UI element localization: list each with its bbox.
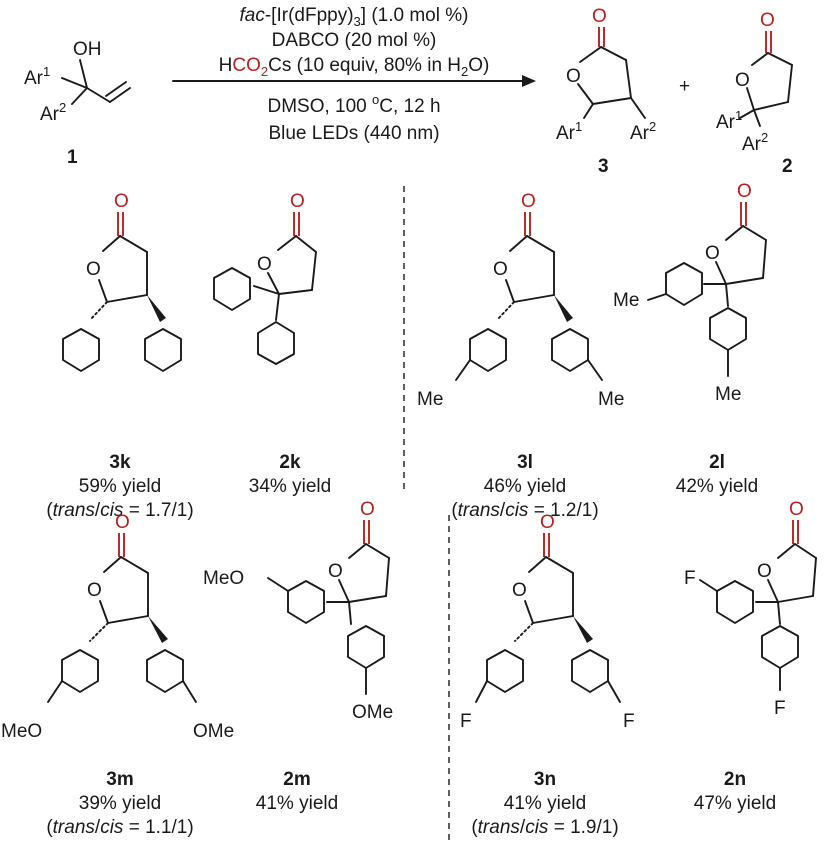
- 3l-carbonyl-o: O: [521, 191, 536, 212]
- reactant-number: 1: [67, 147, 78, 168]
- structure-2n: O O F F: [684, 499, 817, 719]
- 3l-me-left: Me: [417, 389, 443, 410]
- 3k-ring-o: O: [86, 259, 101, 280]
- 2l-carbonyl-o: O: [737, 181, 752, 202]
- id-2n: 2n: [724, 769, 746, 790]
- structure-3n: O O F F: [460, 512, 635, 732]
- compound-2k: O O 2k 34% yield: [213, 191, 331, 497]
- 2m-ome-bottom: OMe: [352, 702, 393, 723]
- 3n-f-right: F: [623, 711, 635, 732]
- id-2l: 2l: [709, 452, 725, 473]
- structure-2k: O O: [213, 191, 317, 365]
- 3m-carbonyl-o: O: [115, 512, 130, 533]
- compound-2l: O O Me Me 2l 42% yield: [613, 181, 767, 497]
- product-2-structure: O O Ar1 Ar2 2: [716, 10, 793, 177]
- ratio-3n: (trans/cis = 1.9/1): [471, 817, 618, 838]
- product-3-structure: O O Ar1 Ar2 3: [556, 6, 656, 177]
- 2n-ring-o: O: [757, 561, 772, 582]
- compound-3l: O O Me Me 3l 46% yield (trans/cis = 1.2/…: [417, 191, 624, 521]
- 3m-ring-o: O: [87, 580, 102, 601]
- 3n-f-left: F: [460, 711, 472, 732]
- id-2m: 2m: [283, 769, 310, 790]
- structure-3k: O O: [62, 191, 182, 372]
- plus-sign: +: [679, 76, 690, 97]
- 2n-carbonyl-o: O: [789, 499, 804, 520]
- product3-carbonyl-o: O: [592, 6, 607, 27]
- yield-3l: 46% yield: [484, 476, 566, 497]
- 2l-me-left: Me: [613, 290, 639, 311]
- 3l-ring-o: O: [493, 259, 508, 280]
- solvent-temp-line: DMSO, 100 oC, 12 h: [267, 92, 440, 117]
- ratio-3l: (trans/cis = 1.2/1): [451, 500, 598, 521]
- 2n-f-left: F: [684, 568, 696, 589]
- compound-3m: O O MeO OMe 3m 39% yield (trans/cis = 1.…: [1, 512, 234, 838]
- product3-ar1: Ar1: [556, 119, 582, 144]
- 3l-me-right: Me: [598, 389, 624, 410]
- yield-2n: 47% yield: [694, 793, 776, 814]
- yield-3k: 59% yield: [79, 476, 161, 497]
- 3m-meo-left: MeO: [1, 721, 42, 742]
- 3k-carbonyl-o: O: [114, 191, 129, 212]
- reaction-conditions: fac-[Ir(dFppy)3] (1.0 mol %) DABCO (20 m…: [219, 5, 490, 144]
- catalyst-line: fac-[Ir(dFppy)3] (1.0 mol %): [240, 5, 469, 29]
- formate-line: HCO2Cs (10 equiv, 80% in H2O): [219, 55, 490, 79]
- product2-ring-o: O: [735, 70, 750, 91]
- product2-ar2: Ar2: [742, 130, 768, 155]
- ratio-3k: (trans/cis = 1.7/1): [46, 500, 193, 521]
- id-3l: 3l: [517, 452, 533, 473]
- 2m-carbonyl-o: O: [360, 499, 375, 520]
- 2n-f-bottom: F: [774, 698, 786, 719]
- base-line: DABCO (20 mol %): [272, 30, 437, 51]
- yield-2l: 42% yield: [676, 476, 758, 497]
- 3m-ome-right: OMe: [193, 721, 234, 742]
- reaction-arrow: [172, 75, 536, 87]
- product2-ar1: Ar1: [716, 108, 742, 133]
- yield-3m: 39% yield: [79, 793, 161, 814]
- 2m-ring-o: O: [328, 561, 343, 582]
- product3-ring-o: O: [566, 66, 581, 87]
- compound-2m: O O MeO OMe 2m 41% yield: [203, 499, 393, 814]
- ratio-3m: (trans/cis = 1.1/1): [46, 817, 193, 838]
- compound-3n: O O F F 3n 41% yield (trans/cis = 1.9/1): [460, 512, 635, 838]
- 2k-ring-o: O: [257, 254, 272, 275]
- yield-2k: 34% yield: [249, 476, 331, 497]
- structure-3l: O O Me Me: [417, 191, 624, 410]
- 3n-carbonyl-o: O: [540, 512, 555, 533]
- yield-3n: 41% yield: [504, 793, 586, 814]
- product2-carbonyl-o: O: [760, 10, 775, 31]
- structure-2m: O O MeO OMe: [203, 499, 393, 723]
- 2k-carbonyl-o: O: [290, 191, 305, 212]
- 2l-ring-o: O: [705, 243, 720, 264]
- hydroxyl-label: OH: [73, 39, 102, 60]
- structure-2l: O O Me Me: [613, 181, 767, 405]
- reactant-1-structure: OH Ar1 Ar2 1: [24, 39, 131, 168]
- compound-2n: O O F F 2n 47% yield: [684, 499, 817, 814]
- product2-number: 2: [782, 156, 793, 177]
- id-3n: 3n: [534, 769, 556, 790]
- id-2k: 2k: [279, 452, 301, 473]
- 3n-ring-o: O: [512, 580, 527, 601]
- id-3m: 3m: [106, 769, 133, 790]
- id-3k: 3k: [109, 452, 131, 473]
- ar2-label: Ar2: [40, 100, 66, 125]
- light-line: Blue LEDs (440 nm): [268, 123, 439, 144]
- 2l-me-bottom: Me: [715, 384, 741, 405]
- product3-number: 3: [598, 156, 609, 177]
- product3-ar2: Ar2: [630, 119, 656, 144]
- yield-2m: 41% yield: [256, 793, 338, 814]
- 2m-meo-left: MeO: [203, 568, 244, 589]
- compound-3k: O O 3k 59% yield (trans/cis = 1.7/1): [46, 191, 193, 521]
- structure-3m: O O MeO OMe: [1, 512, 234, 742]
- ar1-label: Ar1: [24, 64, 50, 89]
